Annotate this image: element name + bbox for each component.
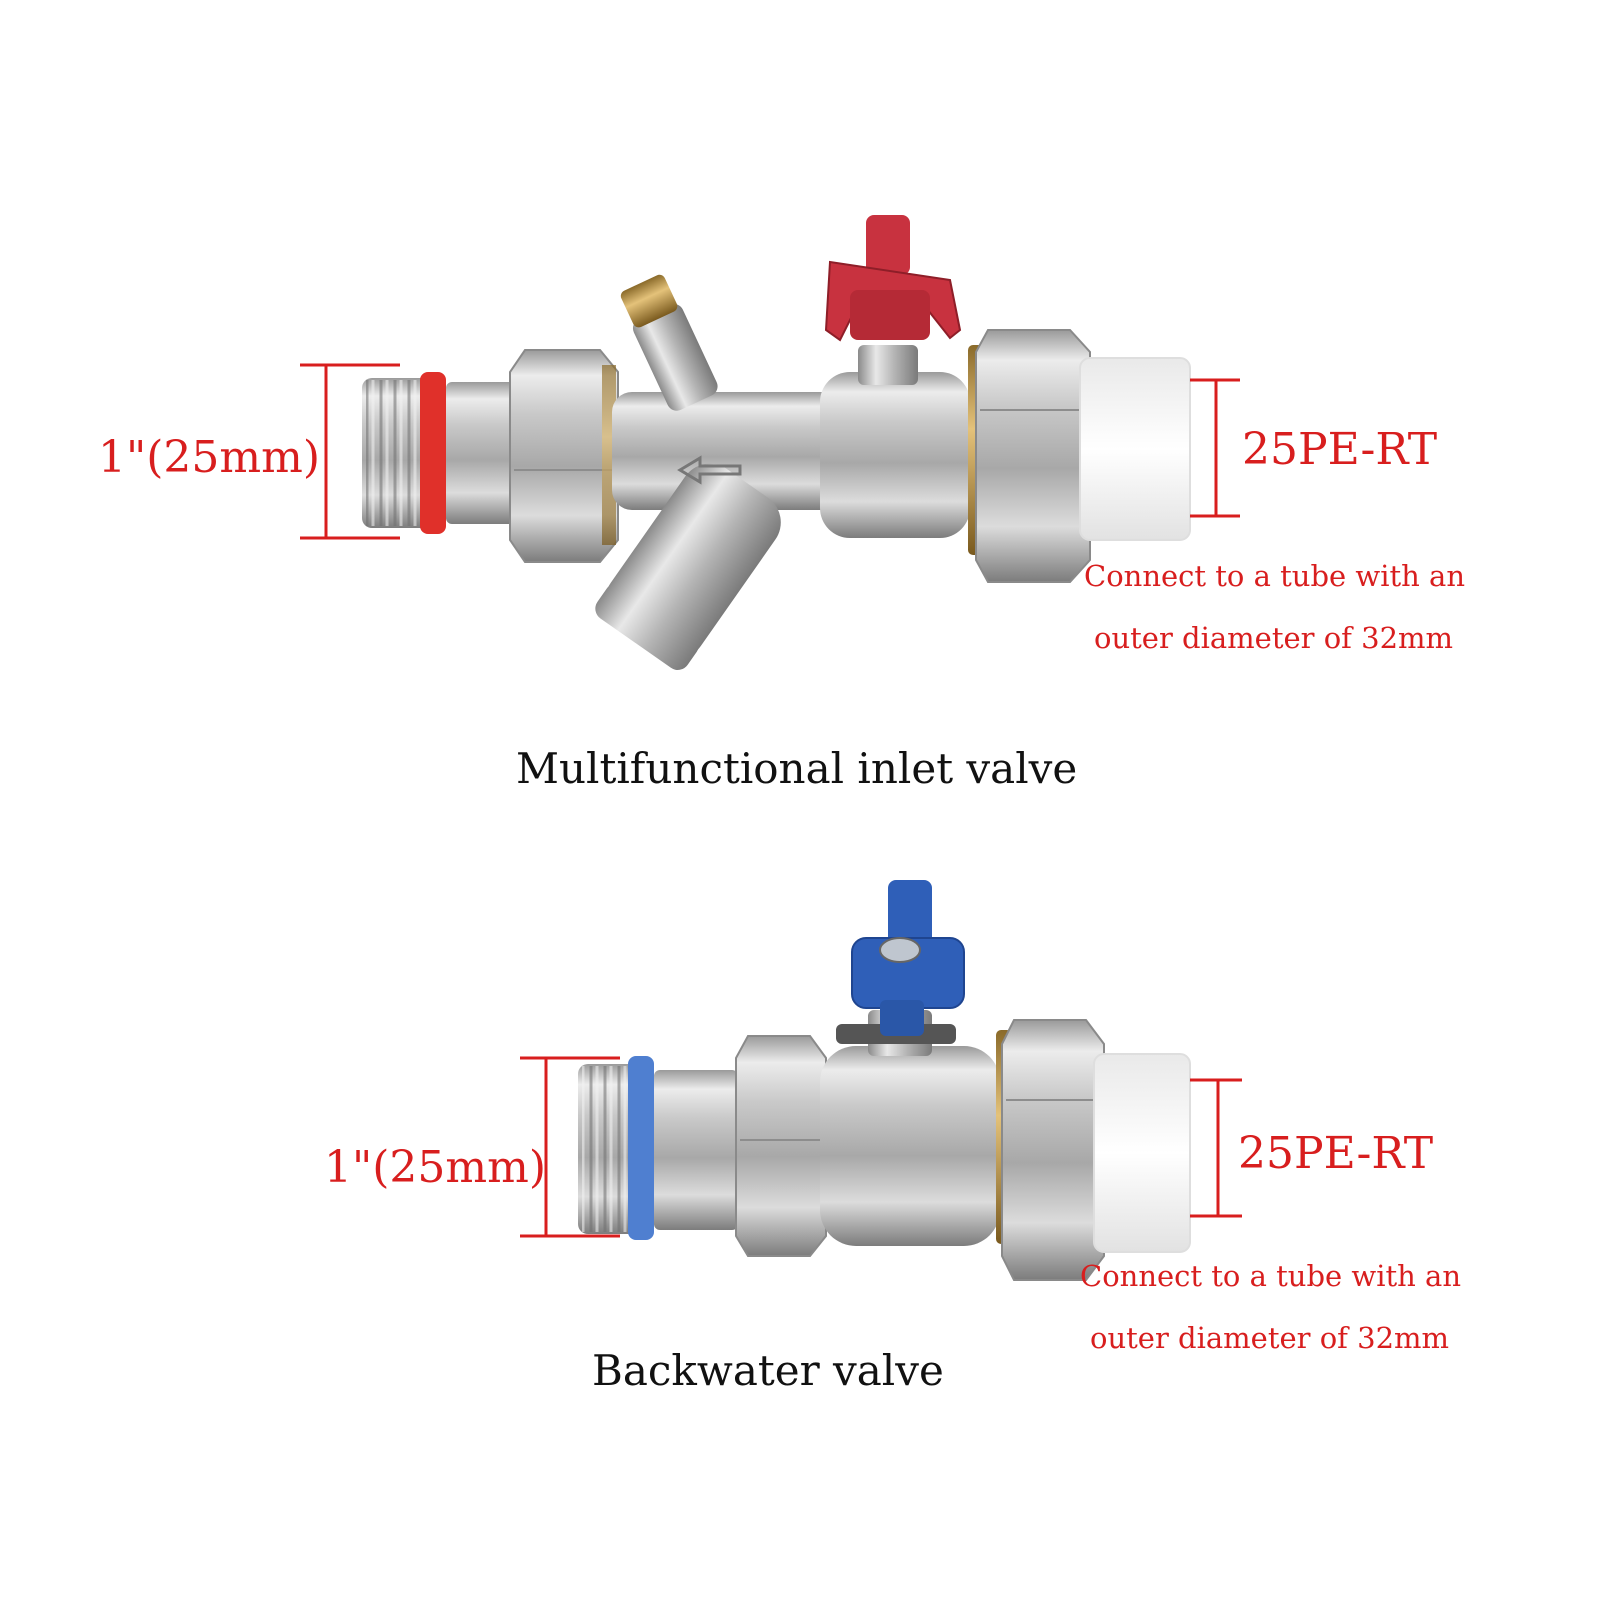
inlet-note-line1: Connect to a tube with an <box>1084 559 1466 593</box>
inlet-pipe-type-label: 25PE-RT <box>1242 424 1438 475</box>
backwater-valve-body <box>578 880 1191 1281</box>
brass-vent-cap <box>620 274 678 328</box>
red-handle <box>824 215 962 342</box>
white-pipe-socket <box>1079 357 1191 541</box>
inlet-pipe-bracket <box>1190 378 1240 518</box>
backwater-valve-caption: Backwater valve <box>592 1346 944 1395</box>
backwater-note-line2: outer diameter of 32mm <box>1090 1321 1450 1355</box>
red-seal-ring <box>420 372 446 534</box>
backwater-thread-size-label: 1"(25mm) <box>324 1142 546 1193</box>
backwater-thread-bracket <box>520 1056 620 1238</box>
backwater-pipe-bracket <box>1190 1078 1242 1218</box>
inlet-valve-body <box>362 215 1191 670</box>
white-pipe-socket <box>1093 1053 1191 1253</box>
backwater-pipe-type-label: 25PE-RT <box>1238 1128 1434 1179</box>
inlet-note-line2: outer diameter of 32mm <box>1094 621 1454 655</box>
backwater-note-line1: Connect to a tube with an <box>1080 1259 1462 1293</box>
blue-handle <box>851 880 965 1036</box>
blue-seal-ring <box>628 1056 654 1240</box>
inlet-valve-caption: Multifunctional inlet valve <box>516 744 1078 793</box>
inlet-thread-bracket <box>300 363 400 540</box>
inlet-thread-size-label: 1"(25mm) <box>98 432 320 483</box>
